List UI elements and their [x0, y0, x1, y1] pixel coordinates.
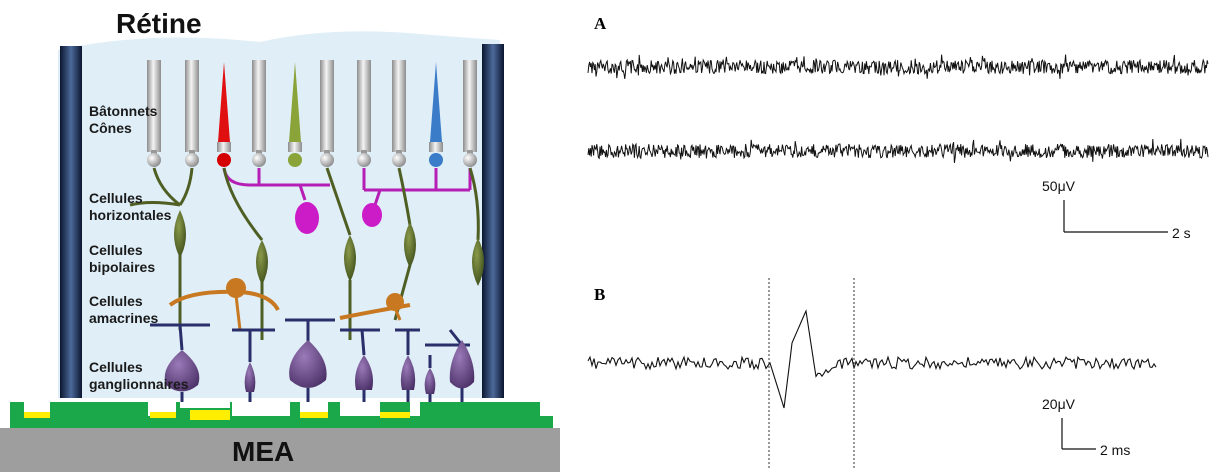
bipolar-soma: [256, 240, 268, 285]
rod: [392, 60, 406, 167]
left-pillar: [60, 46, 82, 398]
amacrine-soma: [226, 278, 246, 298]
bipolar-soma: [404, 222, 416, 268]
label-horizontal-2: horizontales: [89, 207, 172, 223]
ganglion-axons: [180, 388, 464, 402]
label-ganglion-2: ganglionnaires: [89, 376, 189, 392]
panel-b-scale-x: 2 ms: [1100, 442, 1131, 458]
panel-a-scale-y: 50μV: [1042, 178, 1075, 194]
panel-b-scale-bar: [1061, 418, 1096, 450]
label-bipolar-2: bipolaires: [89, 259, 156, 275]
right-pillar: [482, 44, 504, 398]
horizontal-soma: [295, 202, 319, 234]
panel-a-letter: A: [594, 14, 607, 33]
rod: [185, 60, 199, 167]
bipolar-soma: [472, 238, 484, 286]
blue-cone: [429, 62, 443, 167]
retina-diagram: [0, 31, 560, 472]
label-rods: Bâtonnets: [89, 103, 158, 119]
panel-b-scale-y: 20μV: [1042, 396, 1075, 412]
ganglion-somata: [164, 340, 475, 394]
green-cone: [288, 62, 302, 167]
mea-label: MEA: [232, 436, 295, 467]
ganglion-dendrites: [150, 318, 470, 368]
panel-b-trace: [587, 309, 1157, 409]
amacrine-soma: [386, 293, 404, 311]
bipolar-soma: [344, 235, 356, 282]
panel-a-scale-x: 2 s: [1172, 225, 1191, 241]
rod: [320, 60, 334, 167]
red-cone: [217, 62, 231, 167]
rod: [147, 60, 161, 167]
photoreceptor-layer: [147, 60, 477, 167]
rod: [252, 60, 266, 167]
label-cones: Cônes: [89, 120, 132, 136]
horizontal-soma: [362, 203, 382, 227]
panel-a-trace-2: [587, 138, 1209, 163]
panel-b-letter: B: [594, 285, 606, 304]
rod: [357, 60, 371, 167]
panel-a-trace-1: [587, 54, 1209, 79]
mea-chip: [0, 402, 560, 472]
label-ganglion-1: Cellules: [89, 359, 143, 375]
retina-title: Rétine: [116, 8, 202, 39]
label-horizontal-1: Cellules: [89, 190, 143, 206]
panel-a-scale-bar: [1063, 200, 1168, 233]
label-bipolar-1: Cellules: [89, 242, 143, 258]
label-amacrine-2: amacrines: [89, 310, 159, 326]
bipolar-soma: [174, 210, 186, 258]
rod: [463, 60, 477, 167]
label-amacrine-1: Cellules: [89, 293, 143, 309]
